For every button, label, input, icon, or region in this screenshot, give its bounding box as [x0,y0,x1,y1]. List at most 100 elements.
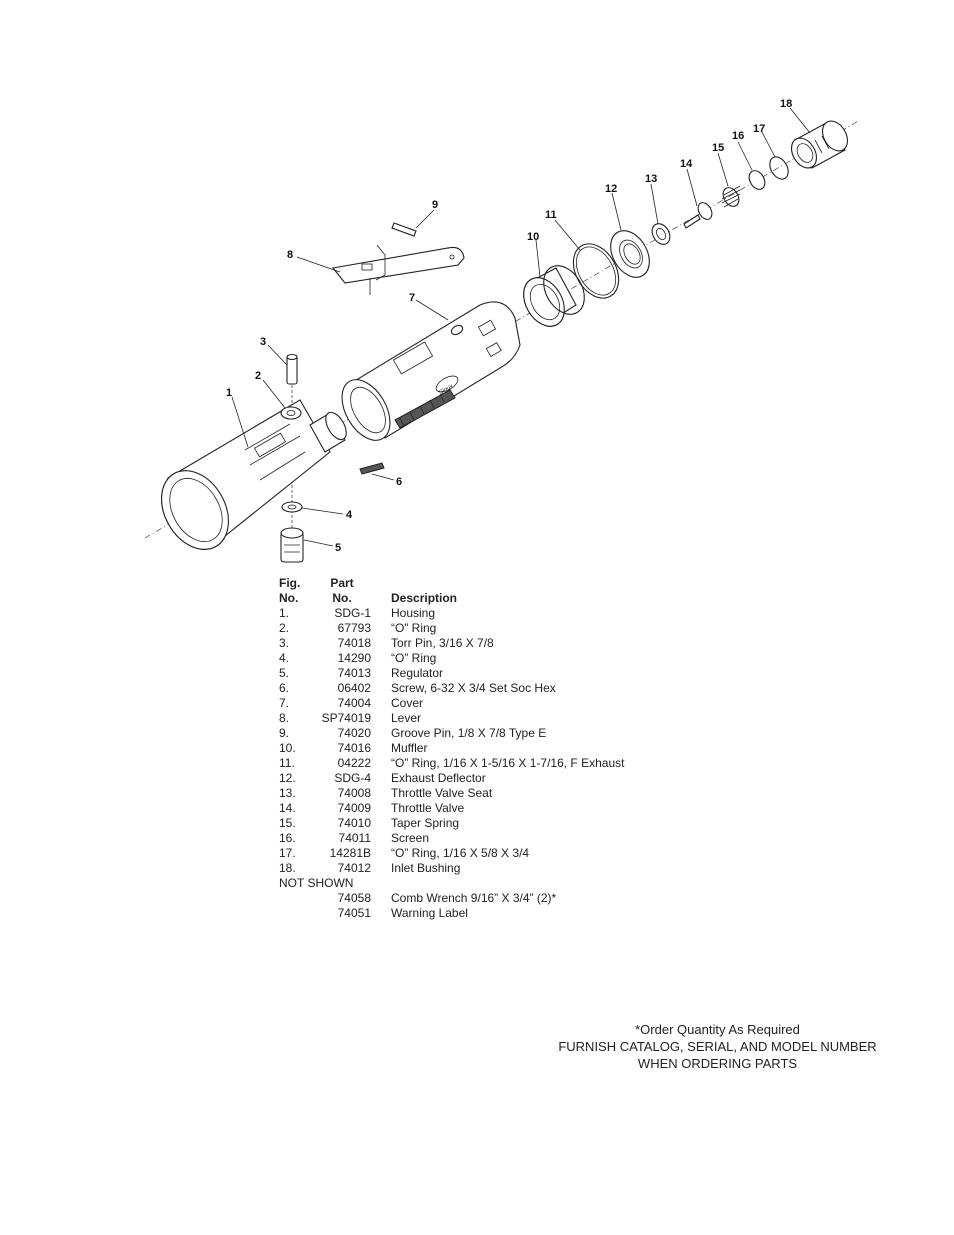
not-shown-label: NOT SHOWN [279,876,354,890]
leader-6 [371,473,395,481]
fig-no: 11. [279,756,295,770]
leader-10 [535,239,541,278]
part-muffler [523,265,585,327]
leader-16 [737,141,753,171]
fig-no: 1. [279,606,290,620]
callout-5: 5 [335,542,341,554]
callout-12: 12 [605,183,617,195]
part-throttle-valve [683,202,713,229]
callout-3: 3 [260,336,266,348]
part-no: 74051 [337,906,371,920]
description: Screw, 6-32 X 3/4 Set Soc Hex [391,681,556,695]
part-no: 67793 [337,621,371,635]
description: Throttle Valve Seat [391,786,493,800]
callout-8: 8 [287,249,293,261]
callout-14: 14 [680,158,693,170]
fig-no: 5. [279,666,290,680]
callout-7: 7 [409,292,415,304]
leader-11 [554,219,581,251]
fig-no: 13. [279,786,296,800]
description: “O” Ring, 1/16 X 1-5/16 X 1-7/16, F Exha… [391,756,625,770]
fig-no: 16. [279,831,296,845]
fig-no: 17. [279,846,296,860]
part-no: 74010 [337,816,371,830]
fig-no: 4. [279,651,290,665]
part-no: 74008 [337,786,371,800]
assembly-axis [144,119,861,539]
description: Taper Spring [391,816,460,830]
callout-16: 16 [732,130,744,142]
part-o-ring-4 [281,501,303,513]
part-lever [331,244,465,295]
header-part-line2: No. [332,591,352,605]
callout-2: 2 [255,370,261,382]
part-no: SDG-4 [334,771,371,785]
callout-18: 18 [780,98,792,110]
description: Throttle Valve [391,801,465,815]
part-no: 74013 [337,666,371,680]
part-taper-spring [721,185,741,208]
table-row: 18. 74012 Inlet Bushing [279,861,624,876]
callout-10: 10 [527,231,539,243]
description: Lever [391,711,422,725]
part-set-screw [359,462,385,475]
leader-2 [262,379,286,409]
leader-4 [301,507,344,515]
leader-8 [296,256,341,273]
leader-5 [303,539,334,547]
part-no: SDG-1 [334,606,371,620]
description: Comb Wrench 9/16” X 3/4” (2)* [391,891,557,905]
part-housing [161,399,347,550]
description: Inlet Bushing [391,861,461,875]
callout-15: 15 [712,142,724,154]
table-row: 11. 04222 “O” Ring, 1/16 X 1-5/16 X 1-7/16… [279,756,624,771]
fig-no: 7. [279,696,290,710]
leader-3 [267,344,288,366]
part-no: 74020 [337,726,371,740]
description: “O” Ring [391,621,437,635]
part-throttle-valve-seat [651,223,671,245]
fig-no: 14. [279,801,296,815]
part-no: 74018 [337,636,371,650]
note-line-1: *Order Quantity As Required [635,1022,800,1037]
part-no: 74058 [337,891,371,905]
part-no: 74011 [338,831,371,845]
table-row: 16. 74011 Screen [279,831,624,846]
part-inlet-bushing [791,120,848,169]
callout-9: 9 [432,199,438,211]
leader-13 [650,183,659,225]
table-row: 5. 74013 Regulator [279,666,624,681]
description: Muffler [391,741,428,755]
description: Screen [391,831,430,845]
callout-13: 13 [645,173,657,185]
part-no: 14281B [329,846,371,860]
description: Regulator [391,666,444,680]
note-line-2: FURNISH CATALOG, SERIAL, AND MODEL NUMBE… [558,1039,877,1054]
description: “O” Ring [391,651,437,665]
part-o-ring-17 [769,156,789,180]
part-regulator [280,527,304,563]
table-row: 4. 14290 “O” Ring [279,651,624,666]
callout-1: 1 [226,387,232,399]
part-no: 04222 [337,756,371,770]
fig-no: 2. [279,621,290,635]
leader-14 [686,168,698,207]
fig-no: 18. [279,861,296,875]
exploded-parts-diagram: Sioux [144,98,861,563]
part-exhaust-deflector [610,230,650,278]
header-fig-line1: Fig. [279,576,301,590]
part-no: 74012 [337,861,371,875]
part-cover: Sioux [341,301,521,441]
part-no: 14290 [337,651,371,665]
table-row: 13. 74008 Throttle Valve Seat [279,786,624,801]
